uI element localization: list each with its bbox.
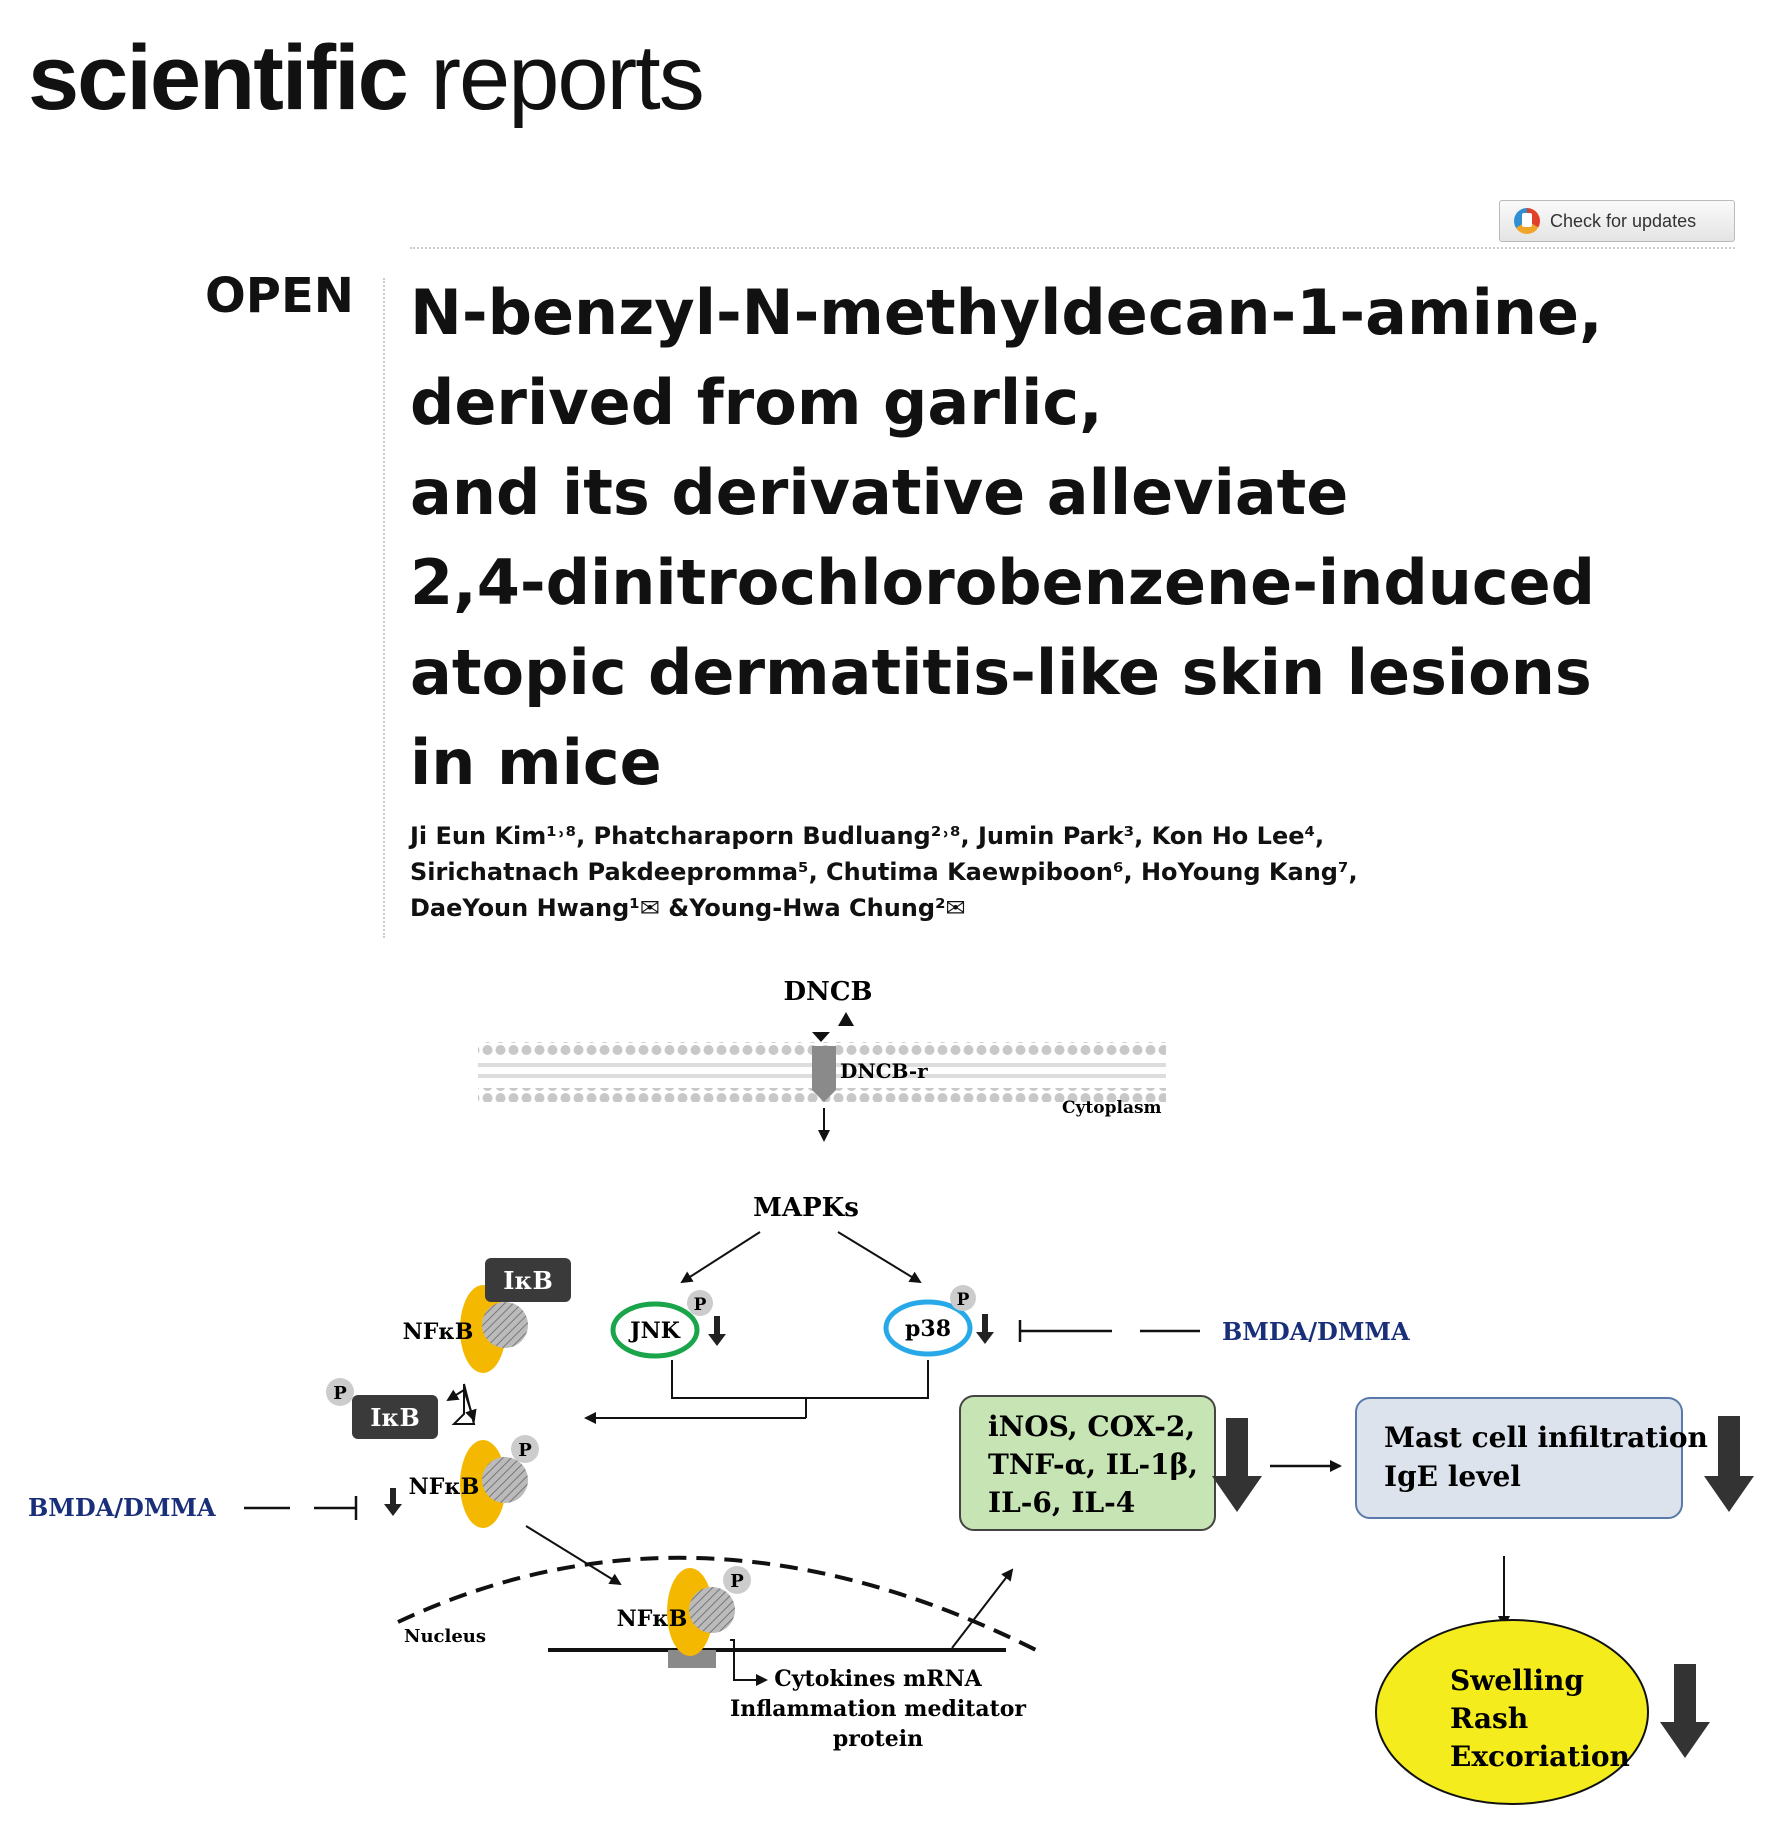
author-line: Ji Eun Kim¹˒⁸, Phatcharaporn Budluang²˒⁸… (410, 822, 1325, 850)
title-line: derived from garlic, (410, 366, 1103, 439)
nucleus-label: Nucleus (404, 1626, 486, 1647)
vertical-divider (383, 278, 385, 938)
phospho-label: P (957, 1290, 970, 1310)
phospho-label: P (518, 1440, 532, 1461)
crossmark-icon (1514, 208, 1540, 234)
mast-label: IgE level (1384, 1460, 1521, 1493)
mediators-label: TNF-α, IL-1β, (988, 1448, 1198, 1481)
phospho-marker (950, 1285, 976, 1311)
mast-label: Mast cell infiltration (1384, 1421, 1708, 1454)
down-arrow-icon (1212, 1418, 1262, 1512)
down-arrow-icon (976, 1314, 994, 1344)
title-line: N-benzyl-N-methyldecan-1-amine, (410, 276, 1603, 349)
nfkb-label: NFκB (409, 1474, 480, 1500)
transcription-label: Inflammation meditator (730, 1696, 1026, 1722)
promoter-site (668, 1650, 716, 1668)
symptom-label: Rash (1450, 1702, 1528, 1735)
phospho-marker (326, 1378, 354, 1406)
jnk-node (610, 1301, 700, 1359)
down-arrow-icon (1704, 1416, 1754, 1512)
author-list: Ji Eun Kim¹˒⁸, Phatcharaporn Budluang²˒⁸… (410, 818, 1358, 926)
open-access-label: OPEN (205, 268, 354, 324)
article-title: N-benzyl-N-methyldecan-1-amine, derived … (410, 268, 1760, 808)
journal-logo: scientific reports (28, 18, 705, 138)
cytoplasm-label: Cytoplasm (1062, 1098, 1162, 1118)
journal-logo-bold: scientific (28, 27, 409, 129)
dncb-triangle (812, 1032, 830, 1042)
ikb-label: IκB (370, 1403, 420, 1432)
transcription-arrow (730, 1639, 768, 1686)
connector (671, 1360, 929, 1399)
arrow (951, 1568, 1014, 1649)
title-line: and its derivative alleviate (410, 456, 1349, 529)
nfkb-subunit (482, 1302, 528, 1348)
nfkb-subunit (689, 1587, 735, 1633)
mast-cell-box (1355, 1397, 1683, 1519)
title-line: 2,4-dinitrochlorobenzene-induced (410, 546, 1596, 619)
jnk-label: JNK (628, 1318, 681, 1344)
dncb-triangle-small (838, 1012, 854, 1026)
nfkb-subunit (482, 1457, 528, 1503)
check-for-updates-label: Check for updates (1550, 210, 1697, 231)
title-line: in mice (410, 726, 662, 799)
phospho-marker (511, 1435, 539, 1463)
receptor-label: DNCB-r (840, 1059, 928, 1083)
dncb-label: DNCB (784, 977, 873, 1007)
phospho-marker (723, 1566, 751, 1594)
phospho-label: P (730, 1571, 744, 1592)
mediators-label: iNOS, COX-2, (988, 1410, 1195, 1443)
down-arrow-icon (1660, 1664, 1710, 1758)
mediators-label: IL-6, IL-4 (988, 1486, 1135, 1519)
p38-label: p38 (905, 1316, 951, 1342)
mapks-label: MAPKs (753, 1193, 859, 1223)
symptom-label: Swelling (1450, 1664, 1584, 1697)
arrow (680, 1231, 761, 1284)
header-divider (410, 247, 1735, 249)
arrow (837, 1231, 922, 1284)
phospho-marker (687, 1290, 713, 1316)
transcription-label: protein (833, 1726, 923, 1752)
dncb-receptor (812, 1046, 836, 1102)
phospho-label: P (333, 1383, 347, 1404)
symptom-label: Excoriation (1450, 1740, 1630, 1773)
nfkb-label: NFκB (617, 1606, 688, 1632)
title-line: atopic dermatitis-like skin lesions (410, 636, 1592, 709)
author-line: DaeYoun Hwang¹✉ &Young-Hwa Chung²✉ (410, 894, 966, 922)
inhibitor-label: BMDA/DMMA (1222, 1317, 1410, 1346)
transcription-label: Cytokines mRNA (774, 1666, 982, 1692)
ikb-label: IκB (503, 1266, 553, 1295)
mediators-box (959, 1395, 1216, 1531)
arrow (525, 1525, 622, 1586)
nucleus-membrane (397, 1555, 1041, 1654)
journal-logo-light: reports (406, 27, 704, 129)
check-for-updates-button[interactable]: Check for updates (1499, 200, 1735, 242)
down-arrow-icon (384, 1488, 402, 1516)
down-arrow-icon (708, 1316, 726, 1346)
symptoms-oval (1375, 1619, 1649, 1805)
phospho-label: P (694, 1295, 707, 1315)
ikb-box (352, 1395, 438, 1439)
nfkb-label: NFκB (403, 1319, 474, 1345)
p38-node (883, 1299, 973, 1357)
author-line: Sirichatnach Pakdeepromma⁵, Chutima Kaew… (410, 858, 1358, 886)
ikb-box (485, 1258, 571, 1302)
inhibitor-label: BMDA/DMMA (28, 1493, 216, 1522)
